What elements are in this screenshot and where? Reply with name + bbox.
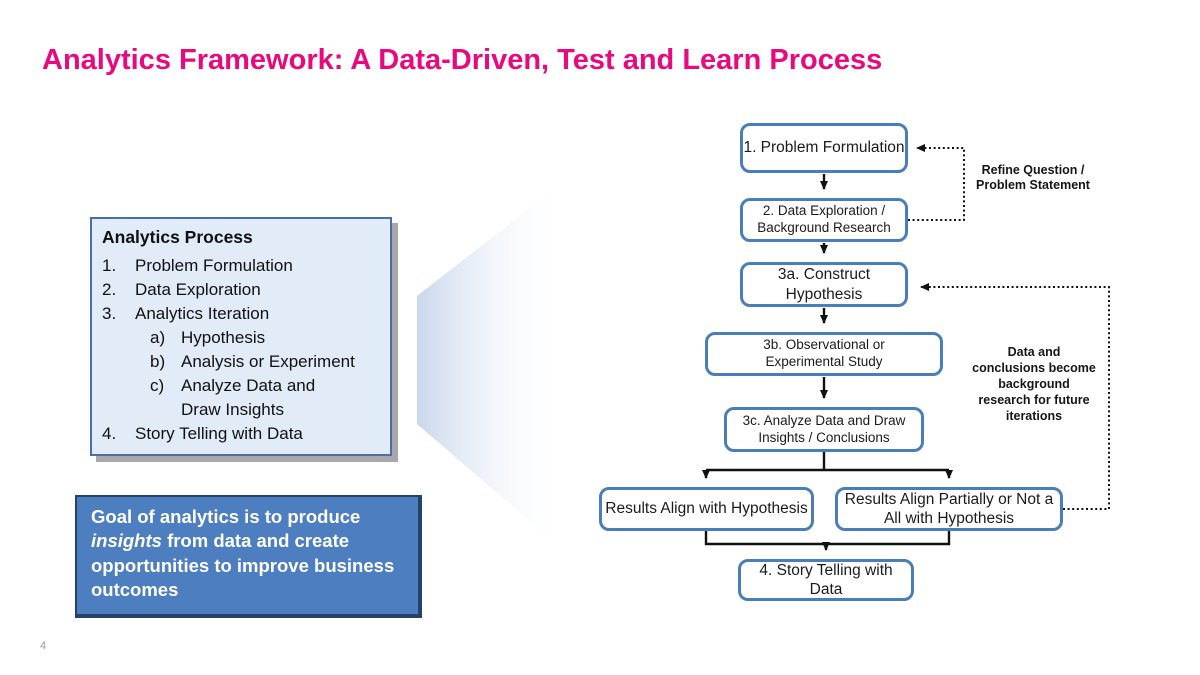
process-item: 1. Problem Formulation [102, 256, 293, 275]
process-item: 4. Story Telling with Data [102, 424, 303, 443]
flow-result-align: Results Align with Hypothesis [599, 487, 814, 531]
analytics-process-panel: Analytics Process 1. Problem Formulation… [90, 217, 392, 456]
slide-title: Analytics Framework: A Data-Driven, Test… [42, 44, 883, 76]
page-number: 4 [40, 640, 47, 652]
goal-text-after: from data and create opportunities to im… [91, 530, 395, 601]
process-item: 2. Data Exploration [102, 280, 261, 299]
flow-result-partial: Results Align Partially or Not a All wit… [835, 487, 1063, 531]
annotation-refine-question: Refine Question / Problem Statement [976, 163, 1090, 192]
flow-step-4-story-telling: 4. Story Telling with Data [738, 559, 914, 601]
process-item: 3. Analytics Iteration [102, 304, 270, 323]
flow-step-3a-construct-hypothesis: 3a. Construct Hypothesis [740, 262, 908, 307]
process-subitem: a) Hypothesis [150, 328, 266, 347]
flow-step-3b-observational-experimental: 3b. Observational or Experimental Study [705, 332, 943, 376]
chevron-shape [417, 180, 566, 552]
goal-text-emphasis: insights [91, 530, 162, 552]
process-subitem: b) Analysis or Experiment [150, 352, 355, 371]
process-panel-title: Analytics Process [102, 227, 253, 247]
goal-statement-box: Goal of analytics is to produce insights… [75, 495, 422, 618]
process-subitem: c) Analyze Data and [150, 376, 316, 395]
goal-text-before: Goal of analytics is to produce [91, 506, 361, 527]
flow-step-3c-analyze-data: 3c. Analyze Data and Draw Insights / Con… [724, 407, 924, 452]
process-subitem-continuation: Draw Insights [181, 400, 284, 419]
flow-step-2-data-exploration: 2. Data Exploration / Background Researc… [740, 198, 908, 242]
annotation-data-conclusions-feedback: Data and conclusions become background r… [972, 345, 1096, 423]
flow-step-1-problem-formulation: 1. Problem Formulation [740, 123, 908, 173]
